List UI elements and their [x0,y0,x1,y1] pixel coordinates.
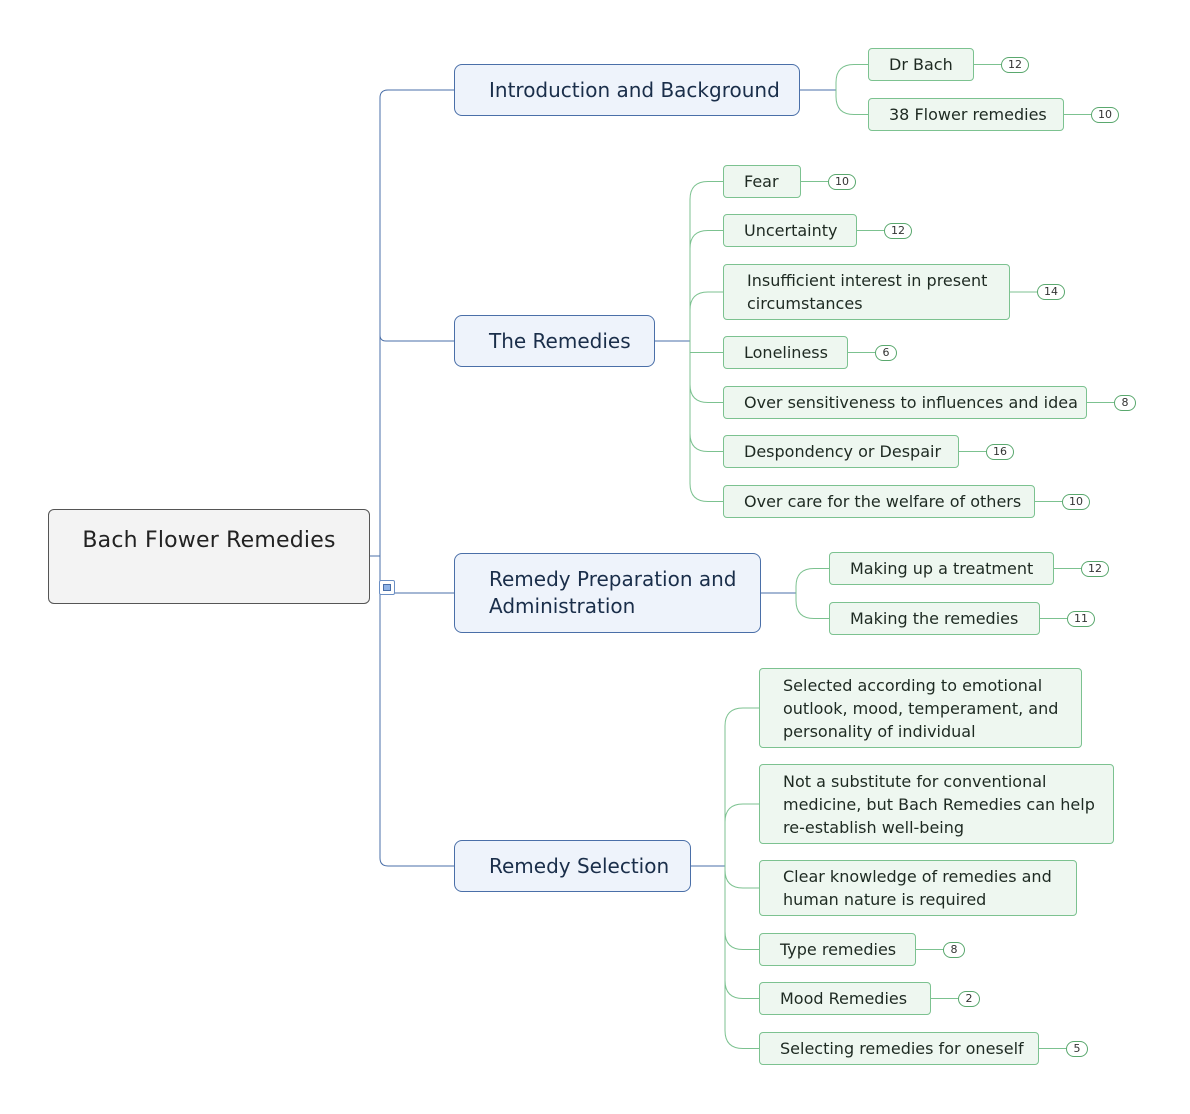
subtopic-connector [724,803,759,823]
subtopic[interactable]: Type remedies [759,933,916,966]
subtopic-count-badge: 12 [884,222,912,239]
subtopic-count-badge: 5 [1066,1040,1088,1057]
subtopic-count-badge: 14 [1037,284,1065,300]
subtopic[interactable]: Dr Bach [868,48,974,81]
subtopic-connector [724,707,759,727]
subtopic-connector [795,600,829,619]
subtopic[interactable]: Selected according to emotional outlook,… [759,668,1082,748]
subtopic[interactable]: Insufficient interest in present circums… [723,264,1010,320]
subtopic[interactable]: Making up a treatment [829,552,1054,585]
subtopic[interactable]: Fear [723,165,801,198]
subtopic[interactable]: Loneliness [723,336,848,369]
subtopic-count-badge: 2 [958,990,980,1007]
subtopic-connector [689,433,723,452]
main-topic[interactable]: Remedy Preparation and Administration [454,553,761,633]
main-topic[interactable]: Remedy Selection [454,840,691,892]
subtopic-connector [689,384,723,403]
main-topic[interactable]: Introduction and Background [454,64,800,116]
subtopic-count-badge: 11 [1067,610,1095,627]
subtopic-count-badge: 16 [986,443,1014,460]
subtopic-connector [724,931,759,950]
subtopic-connector [795,568,829,587]
subtopic-count-badge: 10 [828,173,856,190]
subtopic[interactable]: Over sensitiveness to influences and ide… [723,386,1087,419]
subtopic[interactable]: Despondency or Despair [723,435,959,468]
subtopic[interactable]: Mood Remedies [759,982,931,1015]
subtopic-connector [689,230,723,249]
subtopic-connector [835,64,868,83]
subtopic-count-badge: 12 [1081,560,1109,577]
subtopic-connector [724,980,759,999]
subtopic-count-badge: 8 [1114,394,1136,411]
subtopic-connector [689,483,723,502]
subtopic[interactable]: 38 Flower remedies [868,98,1064,131]
subtopic-count-badge: 10 [1062,493,1090,510]
subtopic-connector [724,869,759,889]
subtopic[interactable]: Making the remedies [829,602,1040,635]
branch-connector [379,89,454,99]
subtopic-count-badge: 10 [1091,106,1119,123]
subtopic[interactable]: Not a substitute for conventional medici… [759,764,1114,844]
subtopic[interactable]: Uncertainty [723,214,857,247]
subtopic[interactable]: Clear knowledge of remedies and human na… [759,860,1077,916]
subtopic[interactable]: Selecting remedies for oneself [759,1032,1039,1065]
subtopic-count-badge: 6 [875,344,897,361]
branch-connector [379,334,454,342]
subtopic-count-badge: 12 [1001,56,1029,73]
branch-connector [379,857,454,867]
subtopic-connector [689,291,723,311]
root-topic[interactable]: Bach Flower Remedies [48,509,370,604]
collapse-toggle-icon[interactable] [379,580,395,595]
subtopic-connector [689,181,723,200]
subtopic-connector [724,1030,759,1049]
subtopic-count-badge: 8 [943,941,965,958]
subtopic[interactable]: Over care for the welfare of others [723,485,1035,518]
subtopic-connector [835,96,868,115]
main-topic[interactable]: The Remedies [454,315,655,367]
